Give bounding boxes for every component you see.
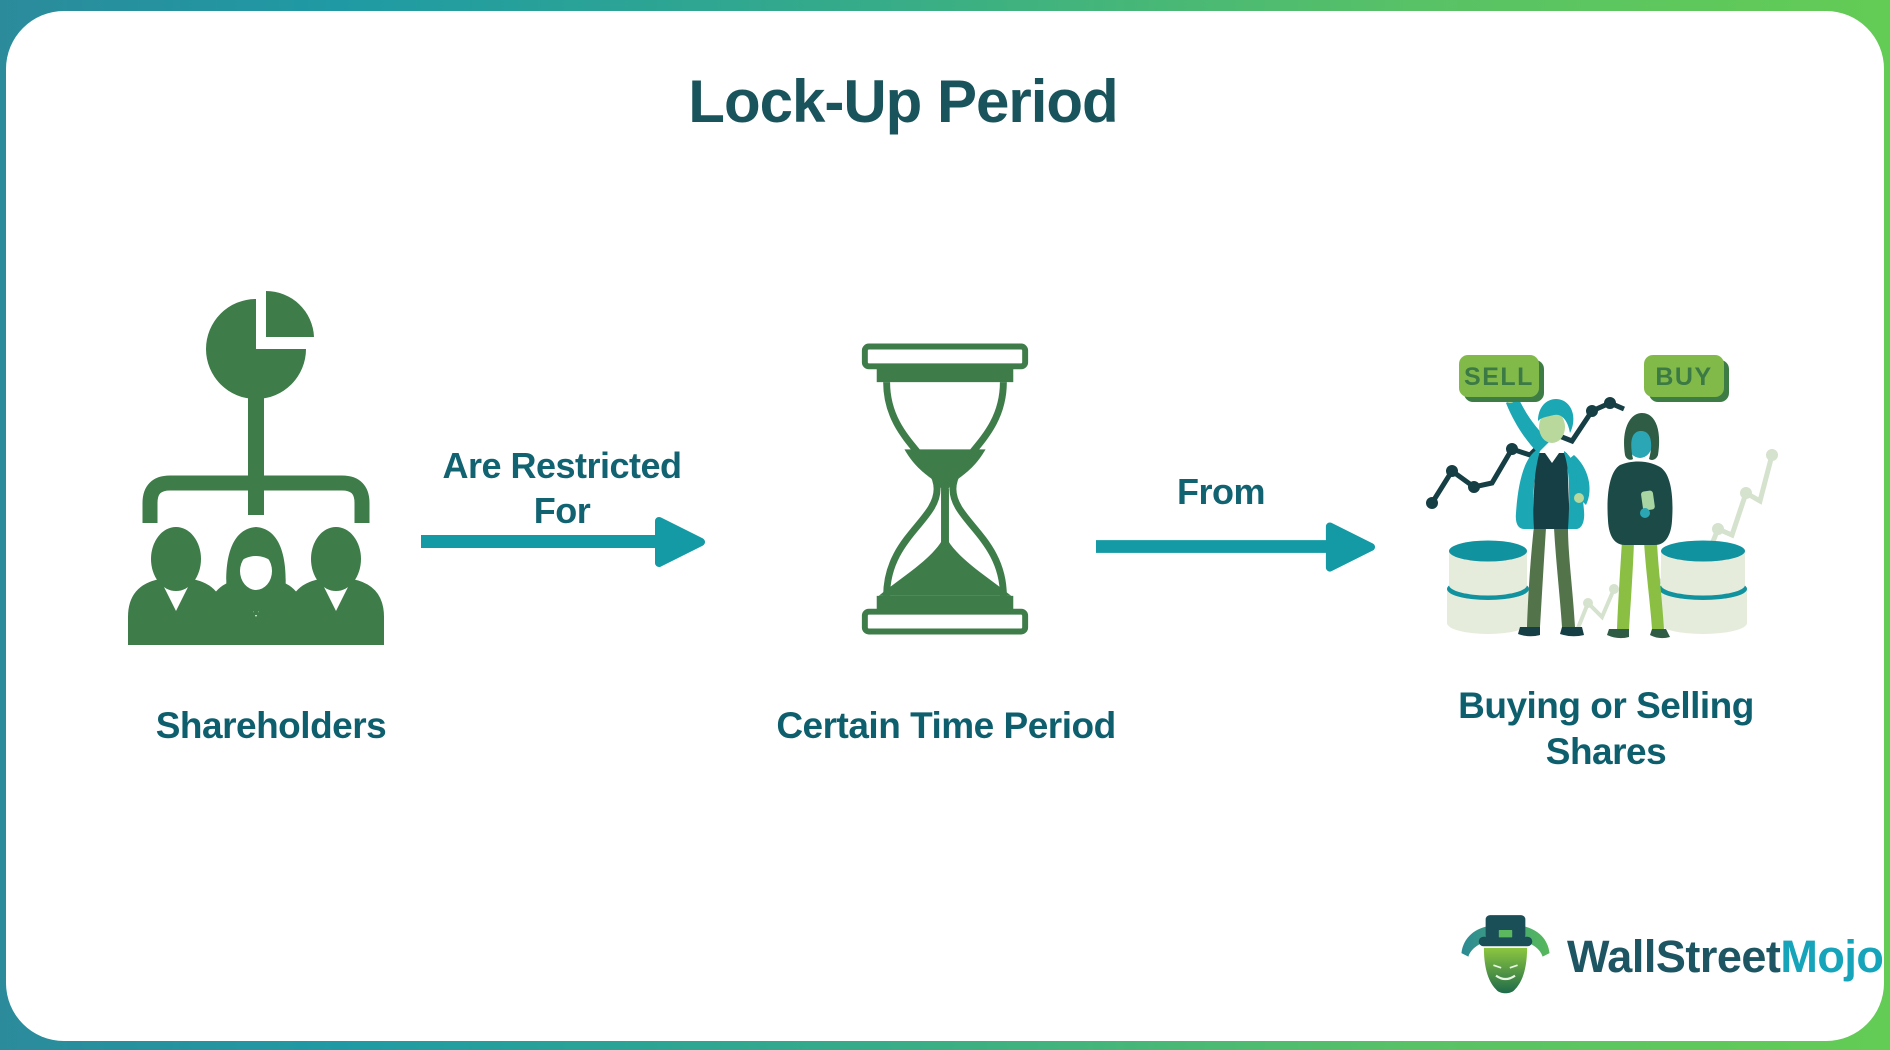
shareholder-man-right — [288, 527, 384, 645]
bull-logo-icon — [1461, 915, 1550, 994]
connector1-label: Are Restricted For — [442, 445, 682, 531]
arrow-right-icon — [1096, 522, 1376, 572]
step-label-shareholders: Shareholders — [155, 705, 387, 746]
coin-stack-left — [1447, 540, 1529, 634]
traders-illustration: SELL BUY — [1426, 355, 1778, 639]
coin-stack-right — [1659, 540, 1747, 634]
shareholder-woman-middle — [208, 527, 304, 645]
sell-badge: SELL — [1459, 355, 1544, 402]
page-title: Lock-Up Period — [688, 68, 1118, 135]
buy-badge: BUY — [1644, 355, 1729, 402]
hourglass-icon — [861, 343, 1029, 635]
brand-logo: WallStreetMojo — [1458, 911, 1884, 1003]
connector2-label: From — [1177, 471, 1266, 512]
arrow-right-icon — [421, 517, 705, 567]
step-label-buy-sell: Buying or Selling Shares — [1458, 685, 1754, 772]
content-card: Lock-Up Period — [6, 11, 1884, 1041]
brand-wordmark: WallStreetMojo — [1567, 931, 1884, 983]
shareholders-pie-org-icon — [128, 290, 384, 645]
brand-part1: WallStreet — [1567, 931, 1781, 982]
step-label-time-period: Certain Time Period — [776, 705, 1116, 746]
sell-badge-text: SELL — [1464, 363, 1534, 391]
shareholder-man-left — [128, 527, 224, 645]
dark-chart — [1426, 397, 1625, 509]
light-chart-small — [1574, 584, 1619, 634]
woman-figure — [1607, 413, 1673, 639]
brand-part2: Mojo — [1780, 931, 1884, 982]
buy-badge-text: BUY — [1655, 363, 1712, 391]
